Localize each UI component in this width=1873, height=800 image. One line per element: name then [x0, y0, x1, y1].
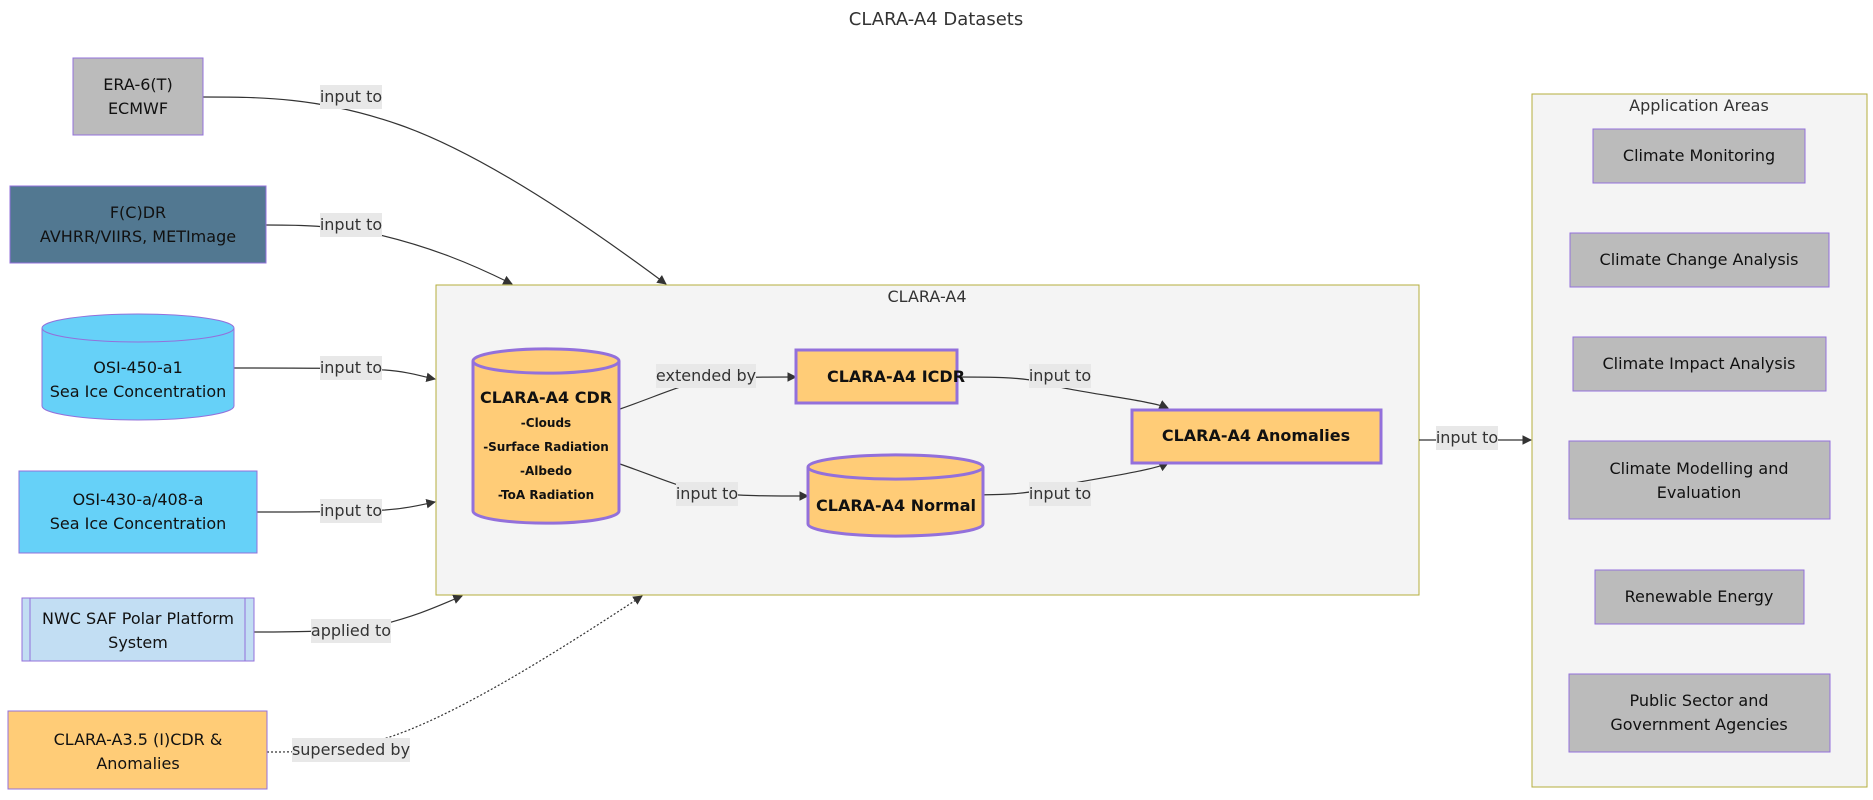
app-label: Climate Monitoring [1623, 146, 1775, 165]
edge-label-osi450: input to [320, 356, 382, 380]
app-climate-change-analysis[interactable]: Climate Change Analysis [1569, 232, 1830, 288]
svg-text:input to: input to [1029, 484, 1091, 503]
app-label-line2: Evaluation [1657, 483, 1741, 502]
svg-text:input to: input to [676, 484, 738, 503]
node-nwc[interactable]: NWC SAF Polar Platform System [21, 597, 255, 662]
app-label-line2: Government Agencies [1610, 715, 1787, 734]
cluster-clara-a4-title: CLARA-A4 [887, 287, 966, 306]
node-nwc-line2: System [108, 633, 168, 652]
node-fcdr-line1: F(C)DR [110, 203, 166, 222]
edge-label-icdr-anom: input to [1029, 364, 1091, 388]
node-cdr-title: CLARA-A4 CDR [480, 388, 612, 407]
node-anomalies-title: CLARA-A4 Anomalies [1162, 426, 1350, 445]
node-icdr-title: CLARA-A4 ICDR [827, 367, 965, 386]
node-osi430-line1: OSI-430-a/408-a [73, 490, 204, 509]
node-clara-a35-line1: CLARA-A3.5 (I)CDR & [54, 730, 223, 749]
node-osi430-line2: Sea Ice Concentration [50, 514, 227, 533]
node-osi450[interactable]: OSI-450-a1 Sea Ice Concentration [41, 313, 235, 421]
svg-text:input to: input to [1436, 428, 1498, 447]
svg-text:input to: input to [320, 87, 382, 106]
svg-text:input to: input to [320, 358, 382, 377]
node-fcdr[interactable]: F(C)DR AVHRR/VIIRS, METImage [9, 185, 267, 264]
svg-text:input to: input to [320, 215, 382, 234]
node-normal-title: CLARA-A4 Normal [816, 496, 976, 515]
edge-label-era: input to [320, 85, 382, 109]
app-label: Climate Impact Analysis [1603, 354, 1796, 373]
node-cdr-item: -ToA Radiation [498, 488, 594, 502]
edge-label-cdr-normal: input to [676, 482, 738, 506]
app-public-sector[interactable]: Public Sector and Government Agencies [1568, 673, 1831, 753]
app-label-line1: Climate Modelling and [1609, 459, 1788, 478]
edge-fcdr [265, 224, 513, 285]
app-climate-impact-analysis[interactable]: Climate Impact Analysis [1572, 336, 1827, 392]
app-label-line1: Public Sector and [1629, 691, 1768, 710]
app-label: Renewable Energy [1625, 587, 1774, 606]
app-renewable-energy[interactable]: Renewable Energy [1594, 569, 1805, 625]
node-fcdr-line2: AVHRR/VIIRS, METImage [40, 227, 236, 246]
edge-label-clara-apps: input to [1436, 426, 1498, 450]
node-era[interactable]: ERA-6(T) ECMWF [72, 57, 204, 136]
node-clara-a4-icdr[interactable]: CLARA-A4 ICDR [794, 348, 965, 405]
cluster-application-areas-title: Application Areas [1629, 96, 1769, 115]
edge-label-clara-a35: superseded by [292, 738, 410, 762]
node-clara-a35[interactable]: CLARA-A3.5 (I)CDR & Anomalies [7, 710, 268, 790]
edge-label-osi430: input to [320, 499, 382, 523]
edge-label-cdr-icdr: extended by [656, 364, 756, 388]
node-era-line1: ERA-6(T) [103, 75, 172, 94]
node-osi450-line2: Sea Ice Concentration [50, 382, 227, 401]
edge-label-fcdr: input to [320, 213, 382, 237]
svg-text:superseded by: superseded by [292, 740, 410, 759]
node-osi430[interactable]: OSI-430-a/408-a Sea Ice Concentration [18, 470, 258, 554]
node-nwc-line1: NWC SAF Polar Platform [42, 609, 234, 628]
edge-label-nwc: applied to [311, 619, 391, 643]
node-clara-a4-cdr[interactable]: CLARA-A4 CDR -Clouds -Surface Radiation … [471, 347, 621, 525]
node-era-line2: ECMWF [108, 99, 168, 118]
app-climate-modelling[interactable]: Climate Modelling and Evaluation [1568, 440, 1831, 520]
node-clara-a4-normal[interactable]: CLARA-A4 Normal [806, 453, 985, 538]
node-clara-a4-anomalies[interactable]: CLARA-A4 Anomalies [1130, 408, 1383, 465]
node-cdr-item: -Clouds [521, 416, 571, 430]
svg-text:extended by: extended by [656, 366, 756, 385]
svg-text:input to: input to [1029, 366, 1091, 385]
node-clara-a35-line2: Anomalies [96, 754, 179, 773]
svg-text:input to: input to [320, 501, 382, 520]
app-label: Climate Change Analysis [1600, 250, 1799, 269]
node-cdr-item: -Albedo [520, 464, 572, 478]
app-climate-monitoring[interactable]: Climate Monitoring [1592, 128, 1806, 184]
edge-label-normal-anom: input to [1029, 482, 1091, 506]
svg-text:applied to: applied to [311, 621, 391, 640]
edge-era [202, 96, 667, 285]
node-cdr-item: -Surface Radiation [483, 440, 609, 454]
diagram-title: CLARA-A4 Datasets [849, 9, 1023, 30]
node-osi450-line1: OSI-450-a1 [93, 358, 183, 377]
